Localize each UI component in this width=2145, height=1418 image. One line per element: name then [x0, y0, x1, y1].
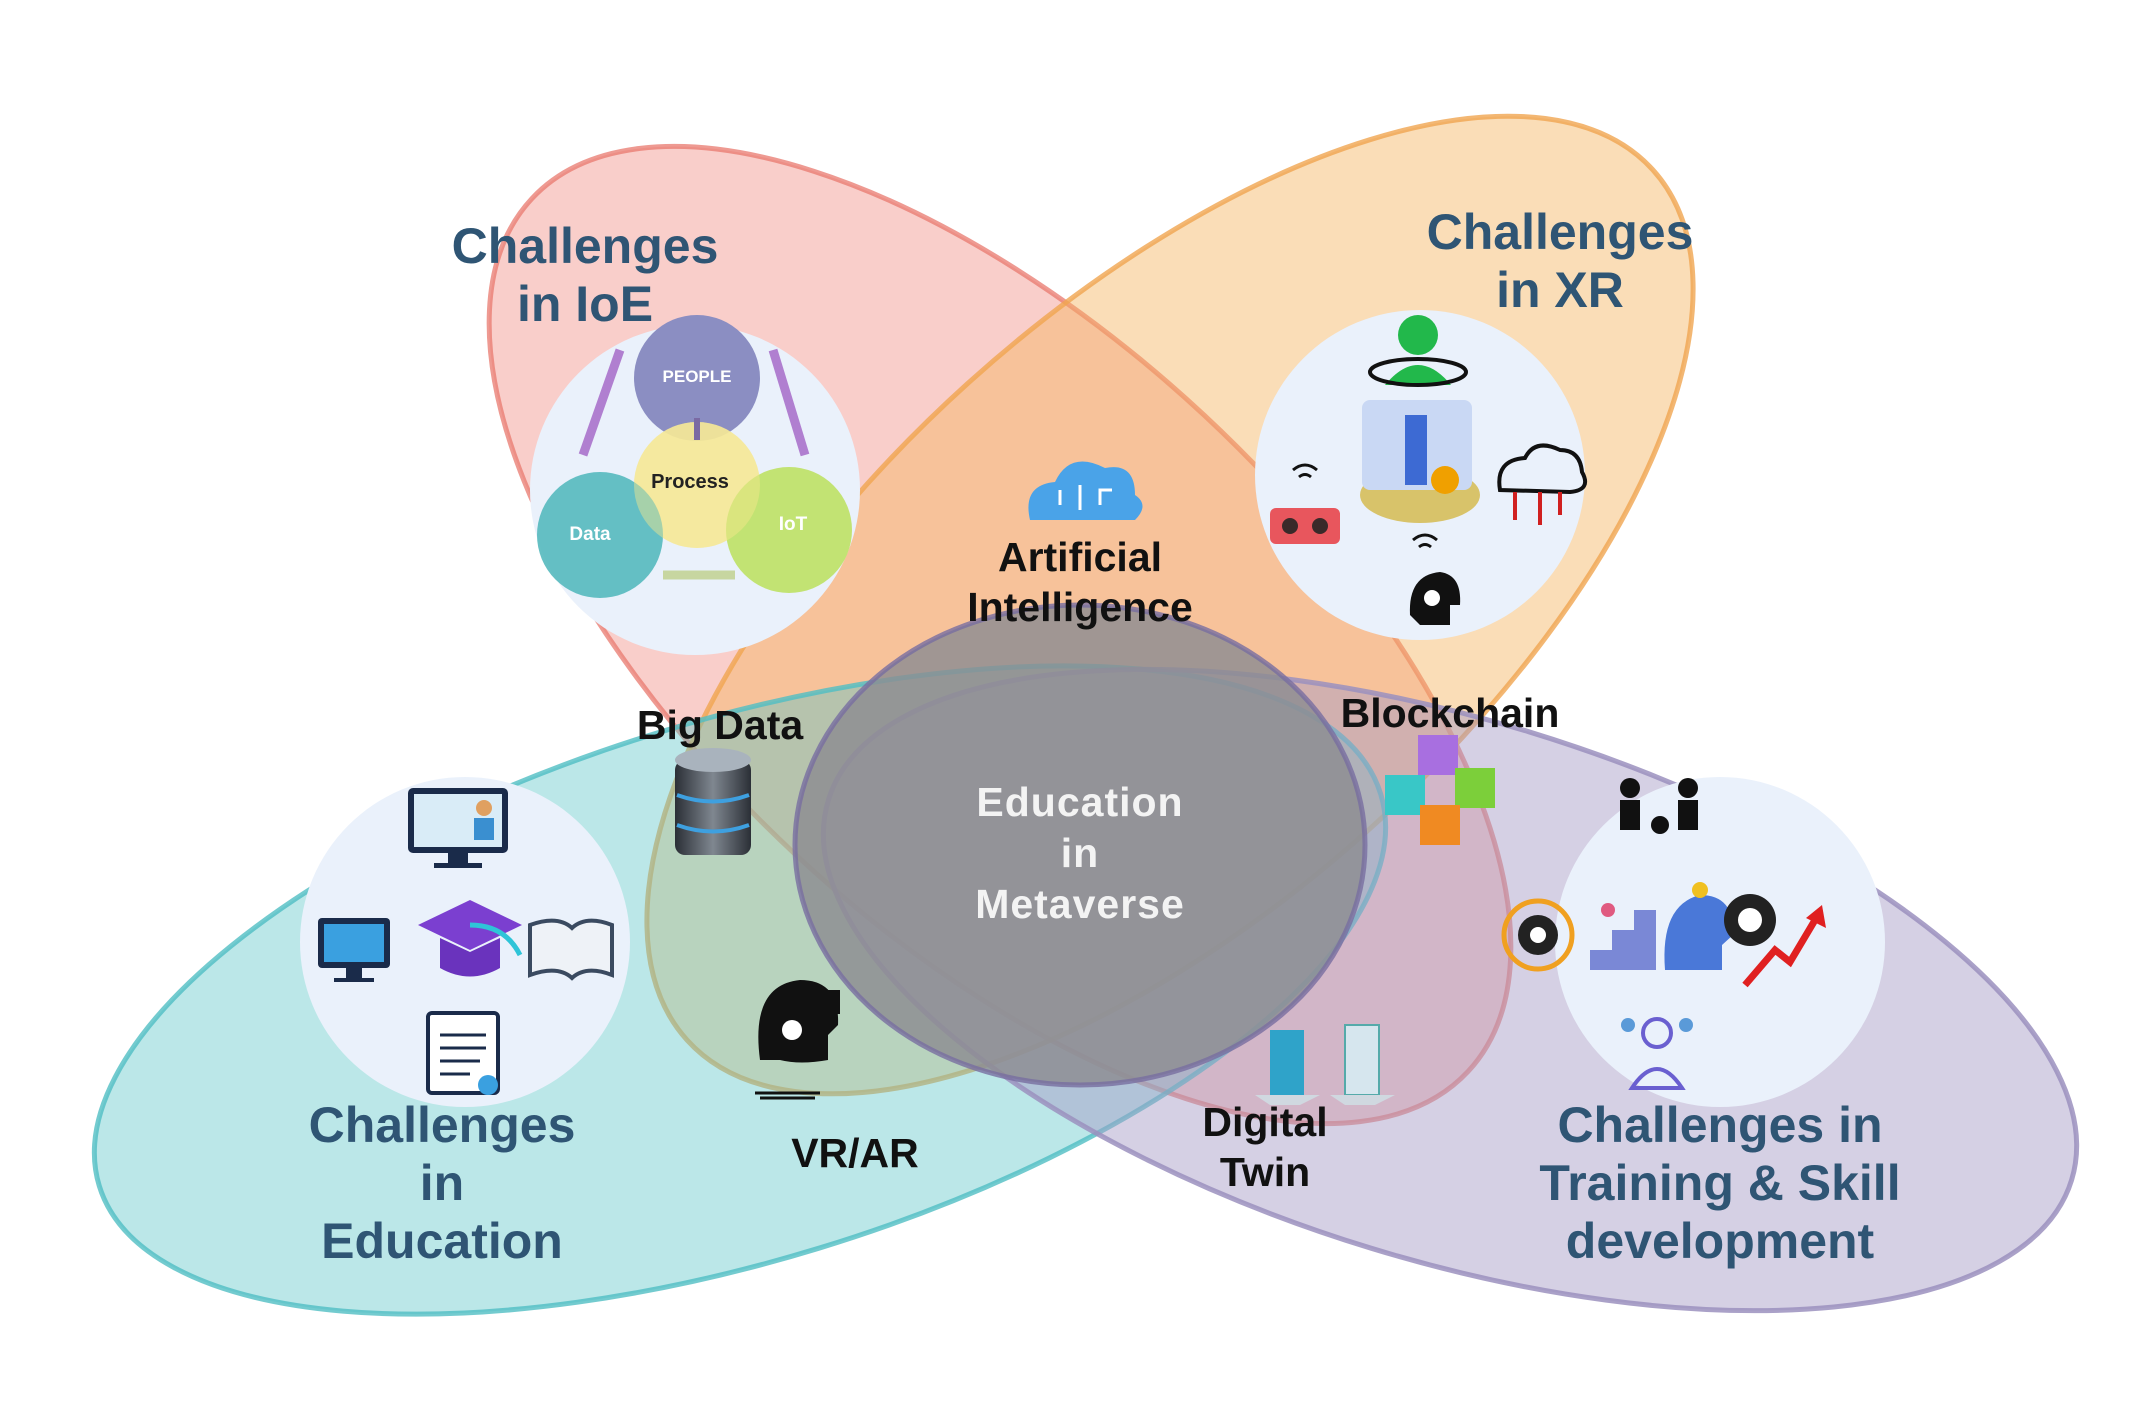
center-ellipse	[792, 602, 1368, 1088]
ebook-computer-icon	[318, 918, 390, 982]
ioe-cycle-diagram: PEOPLE Process Data IoT	[537, 315, 852, 598]
head-headset-icon	[1409, 572, 1461, 625]
gear-person-icon	[1724, 894, 1776, 946]
arrow-icon	[768, 348, 810, 457]
twin-buildings-icon	[1255, 1024, 1395, 1105]
ioe-process-label: Process	[651, 471, 729, 493]
vr-glasses-icon	[1270, 508, 1340, 544]
ai-head-profile-icon	[1664, 882, 1734, 970]
training-icons	[1501, 778, 1826, 1090]
blockchain-label: Blockchain	[1340, 690, 1560, 736]
arrow-icon	[578, 348, 625, 457]
open-book-icon	[528, 918, 614, 981]
database-icon	[675, 748, 751, 855]
growth-arrow-icon	[1742, 905, 1826, 988]
education-icons	[318, 788, 614, 1095]
ioe-people-circle	[634, 315, 760, 441]
skill-staircase-icon	[1590, 903, 1656, 970]
ideas-person-icon	[1621, 1017, 1693, 1090]
certificate-icon	[426, 1011, 500, 1095]
virtual-reality-scene-icon	[1360, 400, 1480, 523]
gear-cycle-icon	[1501, 898, 1575, 972]
xr-icons	[1270, 315, 1587, 625]
business-meeting-icon	[1620, 778, 1698, 834]
ioe-data-circle	[537, 472, 663, 598]
online-lecture-monitor-icon	[408, 788, 508, 868]
cloud-circuit-icon	[1028, 461, 1143, 520]
user-icon	[1368, 315, 1468, 387]
ioe-people-label: PEOPLE	[663, 367, 732, 386]
vr-ar-label: VR/AR	[791, 1130, 919, 1176]
cloud-network-icon	[1497, 443, 1587, 525]
vr-headset-icon	[755, 980, 840, 1100]
blockchain-cubes-icon	[1385, 735, 1495, 845]
ioe-data-label: Data	[569, 524, 611, 545]
wifi-icon	[1292, 463, 1438, 549]
ioe-iot-circle	[726, 467, 852, 593]
graduation-cap-icon	[418, 900, 523, 977]
ioe-iot-label: IoT	[779, 514, 808, 535]
big-data-label: Big Data	[636, 702, 804, 748]
